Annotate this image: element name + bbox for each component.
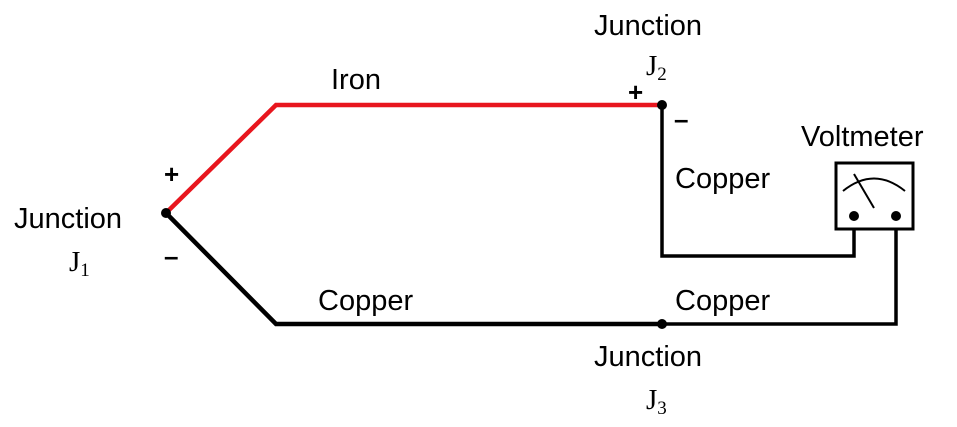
voltmeter xyxy=(834,161,915,231)
voltmeter-terminal-right xyxy=(891,211,901,221)
junction-j2-subscript: 2 xyxy=(657,64,667,85)
copper-right-upper-label: Copper xyxy=(675,163,770,195)
iron-wire xyxy=(164,102,662,215)
copper-lead-upper xyxy=(660,105,856,258)
junction-j3-letter: J xyxy=(646,384,657,416)
copper-right-lower-label: Copper xyxy=(675,285,770,317)
copper-lead-lower xyxy=(662,216,898,326)
junction-j3-dot xyxy=(657,319,667,329)
j2-plus-sign: + xyxy=(628,77,643,107)
voltmeter-scale-arc xyxy=(842,177,906,192)
junction-j3-symbol: J3 xyxy=(646,384,667,419)
junction-j1-dot xyxy=(161,208,171,218)
junction-j3-label: Junction xyxy=(594,341,702,373)
junction-j3-subscript: 3 xyxy=(657,398,667,419)
junction-j1-label: Junction xyxy=(14,203,122,235)
voltmeter-terminal-left xyxy=(849,211,859,221)
iron-label: Iron xyxy=(331,64,381,96)
voltmeter-body xyxy=(834,161,915,231)
j1-plus-sign: + xyxy=(164,159,179,189)
junction-j1-letter: J xyxy=(69,246,80,278)
voltmeter-label: Voltmeter xyxy=(801,121,924,153)
voltmeter-needle xyxy=(853,173,875,209)
junction-j2-label: Junction xyxy=(594,10,702,42)
junction-j1-subscript: 1 xyxy=(80,260,90,281)
junction-j2-symbol: J2 xyxy=(646,50,667,85)
junction-j2-letter: J xyxy=(646,50,657,82)
junction-j1-symbol: J1 xyxy=(69,246,90,281)
j2-minus-sign: – xyxy=(674,104,688,134)
j1-minus-sign: – xyxy=(164,241,178,271)
copper-wire-lower xyxy=(164,211,662,327)
junction-j2-dot xyxy=(657,100,667,110)
copper-lower-label: Copper xyxy=(318,285,413,317)
